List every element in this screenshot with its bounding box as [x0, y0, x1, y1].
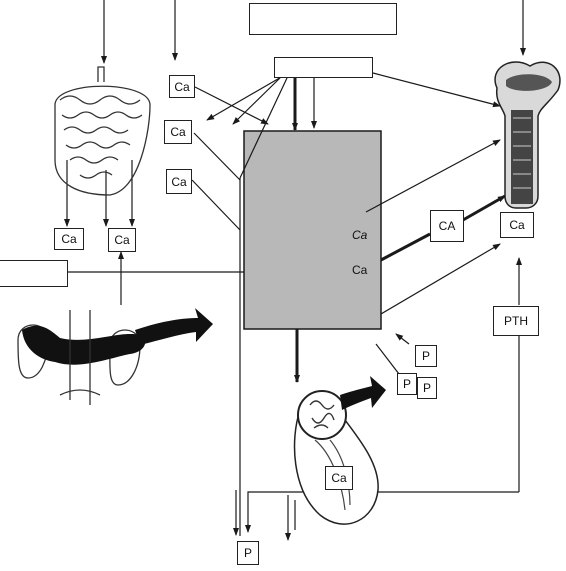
ca-box-upper-1: Ca [169, 75, 195, 98]
p-box-1: P [415, 345, 437, 367]
ca-arrow-label-box: CA [430, 210, 464, 242]
pancreas-adrenal-icon [17, 308, 213, 405]
ca-bone-box: Ca [500, 212, 534, 238]
p-box-3: P [417, 377, 437, 399]
ca-label-plasma-lower: Ca [352, 263, 368, 277]
ca-label-plasma-upper: Ca [352, 228, 368, 242]
top-title-box [249, 3, 397, 35]
ca-box-upper-3: Ca [166, 169, 192, 194]
ca-kidney-box: Ca [325, 466, 353, 490]
p-bottom-box: P [237, 541, 259, 565]
ca-box-gut-right: Ca [108, 228, 136, 252]
ca-box-upper-2: Ca [164, 120, 192, 144]
plasma-pool-box [243, 130, 382, 330]
intestine-icon [54, 66, 151, 196]
kidney-icon [293, 376, 386, 525]
bone-icon [494, 61, 561, 209]
pth-box: PTH [493, 306, 539, 336]
ca-box-gut-left: Ca [54, 228, 84, 250]
p-box-2: P [397, 373, 417, 395]
hormone-box [274, 57, 373, 78]
left-edge-box [0, 260, 68, 287]
